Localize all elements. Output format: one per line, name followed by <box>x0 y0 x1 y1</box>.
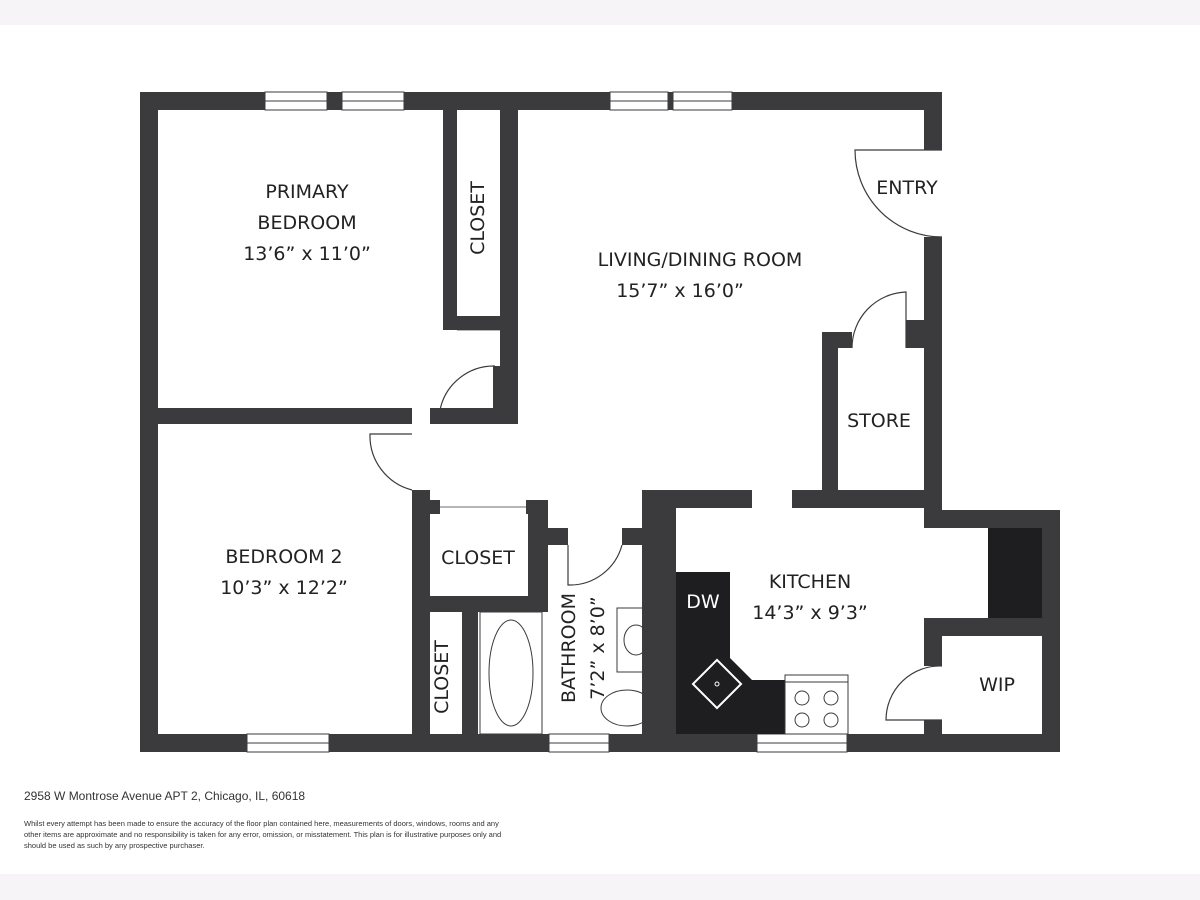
wip-label: WIP <box>979 674 1015 696</box>
sink-icon <box>691 658 743 710</box>
closet-primary-label: CLOSET <box>467 181 489 255</box>
kitchen-dimensions: 14’3” x 9’3” <box>752 602 868 624</box>
bathroom-label: BATHROOM <box>558 593 580 703</box>
stove-icon <box>784 674 849 735</box>
dishwasher-label: DW <box>686 591 720 613</box>
doors <box>369 149 943 721</box>
primary-bedroom-label-2: BEDROOM <box>257 212 356 234</box>
room-labels: PRIMARY BEDROOM 13’6” x 11’0” CLOSET LIV… <box>220 177 1015 714</box>
bathroom-door-icon <box>567 544 623 586</box>
bathroom-dimensions: 7’2” x 8’0” <box>587 596 609 699</box>
fixtures <box>479 528 1042 735</box>
store-door-icon <box>851 291 907 349</box>
bedroom2-label: BEDROOM 2 <box>225 546 342 568</box>
disclaimer: Whilst every attempt has been made to en… <box>24 819 502 850</box>
closet-lower-label: CLOSET <box>431 640 453 714</box>
kitchen-label: KITCHEN <box>769 571 851 593</box>
vanity-icon <box>616 607 660 673</box>
primary-bedroom-label: PRIMARY <box>265 181 349 203</box>
wip-door-icon <box>885 665 943 721</box>
living-dining-label: LIVING/DINING ROOM <box>598 249 803 271</box>
top-band <box>0 0 1200 25</box>
primary-door-icon <box>439 365 496 411</box>
windows <box>246 91 848 753</box>
entry-label: ENTRY <box>876 177 938 199</box>
primary-bedroom-dimensions: 13’6” x 11’0” <box>243 243 371 265</box>
toilet-icon <box>600 686 660 734</box>
entry-door-icon <box>854 149 943 238</box>
bathtub-icon <box>479 611 543 735</box>
closet-upper-label: CLOSET <box>441 547 515 569</box>
fridge-icon <box>988 528 1042 618</box>
bedroom2-dimensions: 10’3” x 12’2” <box>220 577 348 599</box>
bottom-band <box>0 874 1200 900</box>
living-dining-dimensions: 15’7” x 16’0” <box>616 280 744 302</box>
store-label: STORE <box>847 410 911 432</box>
bedroom2-door-icon <box>369 433 413 491</box>
address: 2958 W Montrose Avenue APT 2, Chicago, I… <box>24 789 306 803</box>
